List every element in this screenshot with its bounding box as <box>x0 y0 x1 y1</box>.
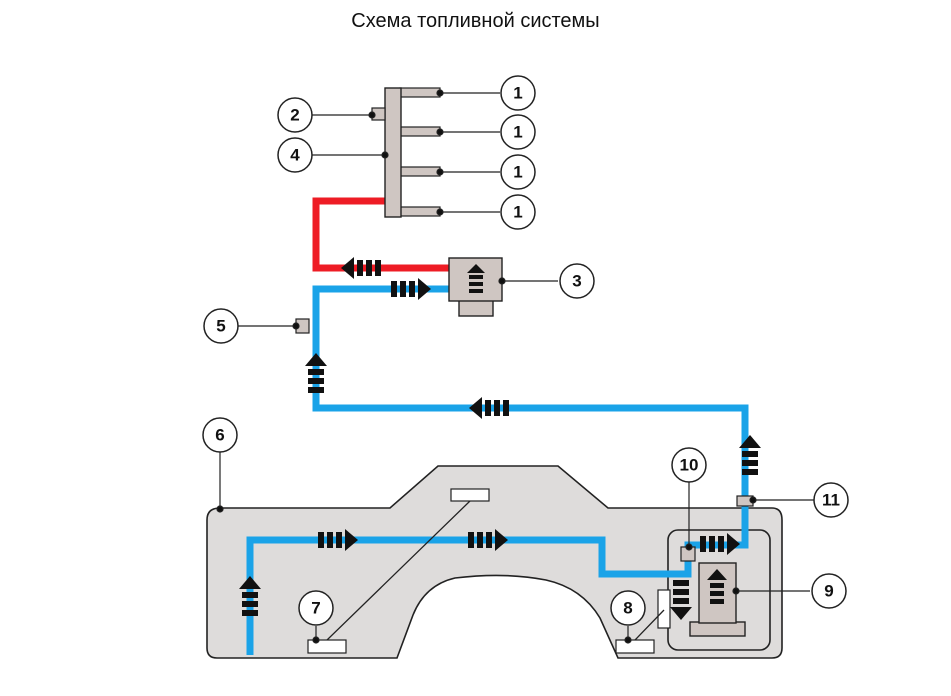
injector-1-a <box>399 87 441 98</box>
pressure-line <box>312 197 449 272</box>
callout-1: 1 <box>513 163 522 182</box>
callout-1: 1 <box>513 84 522 103</box>
callout-1: 1 <box>513 123 522 142</box>
fuel-pump-up-arrow-icon <box>707 569 727 604</box>
callout-3: 3 <box>572 272 581 291</box>
callout-4: 4 <box>290 146 300 165</box>
pump-up-arrow-icon <box>467 264 485 293</box>
flow-arrow-left-icon <box>341 257 381 279</box>
callout-2: 2 <box>290 106 299 125</box>
callout-1: 1 <box>513 203 522 222</box>
callout-10: 10 <box>680 456 699 475</box>
diagram-title: Схема топливной системы <box>351 10 600 32</box>
pump-base <box>458 299 494 317</box>
injector-1-b <box>399 126 441 137</box>
high-pressure-pump <box>448 257 503 302</box>
callout-7: 7 <box>311 599 320 618</box>
callout-9: 9 <box>824 582 833 601</box>
flow-arrow-up-icon <box>305 353 327 393</box>
level-sensor-8 <box>615 639 655 654</box>
callout-6: 6 <box>215 426 224 445</box>
injector-1-c <box>399 166 441 177</box>
injector-1-d <box>399 206 441 217</box>
fuel-pump-base <box>689 621 746 637</box>
flow-arrow-left-icon <box>469 397 509 419</box>
flow-arrow-right-icon <box>391 278 431 300</box>
jet-pump <box>657 589 671 629</box>
callout-11: 11 <box>822 491 840 510</box>
callout-8: 8 <box>623 599 632 618</box>
tank-vent <box>450 488 490 502</box>
callout-5: 5 <box>216 317 225 336</box>
